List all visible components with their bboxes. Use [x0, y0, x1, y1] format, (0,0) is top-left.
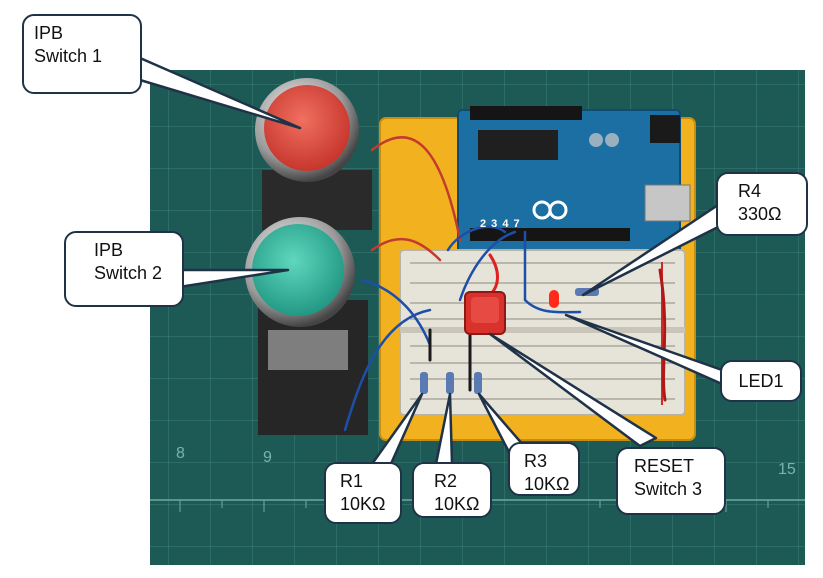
callout-r1-line2: 10KΩ	[340, 494, 386, 514]
switch-2-cap	[252, 224, 344, 316]
callout-r1-line1: R1	[340, 471, 364, 491]
power-jack	[650, 115, 680, 143]
resistors-pull-down	[420, 372, 482, 394]
callout-reset-line1: RESET	[634, 456, 695, 476]
callout-ipb-switch-1-line2: Switch 1	[34, 46, 103, 66]
breadboard-holes	[410, 262, 675, 400]
callout-pointers	[138, 56, 738, 468]
header-top	[470, 106, 582, 120]
header-bottom	[470, 228, 630, 241]
chip	[478, 130, 558, 160]
callout-r3: R3 10KΩ	[508, 442, 580, 496]
reset-switch-top	[471, 297, 499, 323]
mat-number-8: 8	[176, 445, 185, 462]
mat-number-9: 9	[263, 449, 272, 466]
callout-r2-line1: R2	[434, 471, 458, 491]
callout-r4-line2: 330Ω	[738, 204, 782, 224]
callout-ipb-switch-2: IPB Switch 2	[64, 231, 184, 307]
callout-ipb-switch-2-line2: Switch 2	[94, 263, 163, 283]
switch-2-bracket	[268, 330, 348, 370]
callout-led1-line1: LED1	[738, 371, 784, 391]
switch-1-cap	[264, 85, 350, 171]
callout-reset-line2: Switch 3	[634, 479, 703, 499]
arduino-logo	[532, 200, 568, 220]
capacitor-2	[605, 133, 619, 147]
wires	[343, 135, 667, 432]
callout-ipb-switch-2-line1: IPB	[94, 240, 124, 260]
callout-ipb-switch-1-line1: IPB	[34, 23, 64, 43]
callout-r4: R4 330Ω	[716, 172, 808, 236]
callout-r1: R1 10KΩ	[324, 462, 402, 524]
led-1	[549, 290, 559, 308]
callout-r2: R2 10KΩ	[412, 462, 492, 518]
callout-reset-switch-3: RESET Switch 3	[616, 447, 726, 515]
callout-r2-line2: 10KΩ	[434, 494, 480, 514]
callout-ipb-switch-1: IPB Switch 1	[22, 14, 142, 94]
capacitor	[589, 133, 603, 147]
usb-port	[644, 184, 691, 222]
callout-r3-line2: 10KΩ	[524, 474, 570, 494]
mat-number-15: 15	[778, 461, 796, 478]
callout-led1: LED1	[720, 360, 802, 402]
callout-r3-line1: R3	[524, 451, 548, 471]
callout-r4-line1: R4	[738, 181, 762, 201]
arduino-pin-labels: 2 3 4 7	[480, 218, 521, 230]
